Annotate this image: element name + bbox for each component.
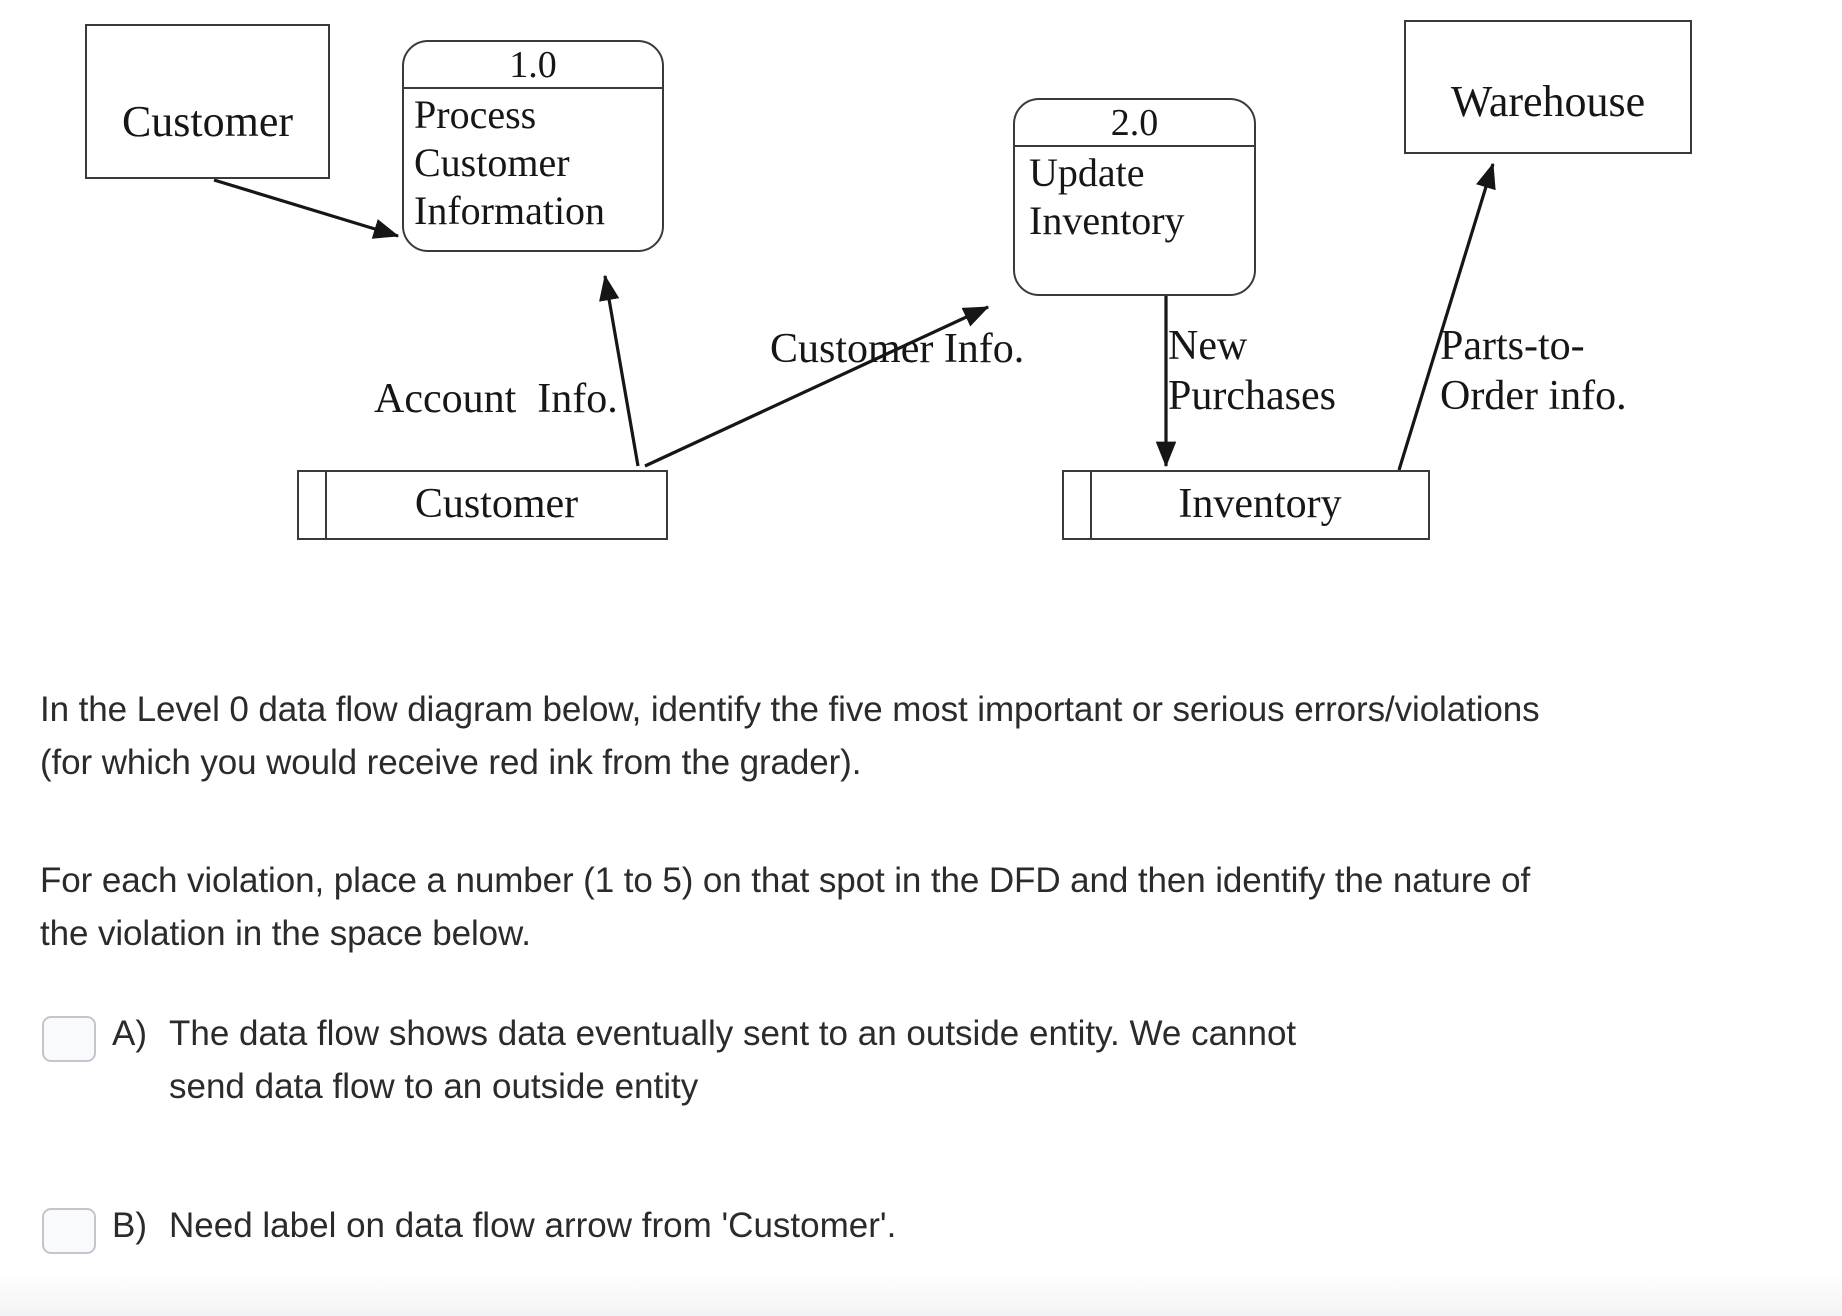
process-2-0-divider bbox=[1015, 144, 1254, 147]
external-entity-customer: Customer bbox=[85, 24, 330, 179]
process-1-0: 1.0 Process Customer Information bbox=[402, 40, 664, 252]
option-b-letter: B) bbox=[112, 1206, 147, 1245]
instructions-paragraph-2: For each violation, place a number (1 to… bbox=[40, 861, 1531, 954]
data-store-inventory-id-cell bbox=[1064, 472, 1092, 538]
process-1-0-name: Process Customer Information bbox=[414, 91, 606, 233]
data-store-inventory-label: Inventory bbox=[1178, 481, 1342, 527]
option-row-b[interactable]: B) Need label on data flow arrow from 'C… bbox=[42, 1200, 1662, 1254]
flow-label-parts-to-order-info: Parts-to- Order info. bbox=[1440, 323, 1627, 419]
instructions-paragraph-1: In the Level 0 data flow diagram below, … bbox=[40, 690, 1540, 783]
data-store-customer-id-cell bbox=[299, 472, 327, 538]
flow-arrow-customer-to-process1 bbox=[213, 178, 400, 239]
option-row-a[interactable]: A) The data flow shows data eventually s… bbox=[42, 1008, 1662, 1113]
process-2-0: 2.0 Update Inventory bbox=[1013, 98, 1256, 296]
option-b-text: Need label on data flow arrow from 'Cust… bbox=[169, 1206, 897, 1245]
page-bottom-fade bbox=[0, 1272, 1842, 1316]
option-b-checkbox[interactable] bbox=[42, 1208, 96, 1254]
flow-label-new-purchases: New Purchases bbox=[1168, 323, 1336, 419]
flow-label-customer-info: Customer Info. bbox=[770, 326, 1025, 372]
data-store-customer: Customer bbox=[297, 470, 668, 540]
option-a-checkbox[interactable] bbox=[42, 1016, 96, 1062]
flow-arrow-customerstore-to-process2 bbox=[644, 305, 990, 468]
process-1-0-number: 1.0 bbox=[509, 44, 557, 86]
process-1-0-divider bbox=[404, 86, 662, 89]
flow-arrow-customerstore-to-process1 bbox=[599, 274, 640, 467]
process-2-0-number: 2.0 bbox=[1110, 102, 1159, 144]
external-entity-warehouse: Warehouse bbox=[1404, 20, 1692, 154]
option-a-text: The data flow shows data eventually sent… bbox=[169, 1014, 1297, 1106]
process-2-0-name: Update Inventory bbox=[1029, 149, 1185, 243]
dfd-connector-layer bbox=[213, 162, 1496, 471]
flow-arrow-inventory-to-warehouse bbox=[1397, 162, 1496, 471]
data-flow-diagram: Customer Warehouse 1.0 Process Customer … bbox=[0, 0, 1842, 560]
data-store-inventory: Inventory bbox=[1062, 470, 1430, 540]
option-a-letter: A) bbox=[112, 1014, 147, 1053]
flow-label-account-info: Account Info. bbox=[374, 376, 618, 422]
data-store-customer-label: Customer bbox=[414, 481, 579, 527]
external-entity-warehouse-label: Warehouse bbox=[1450, 76, 1646, 126]
external-entity-customer-label: Customer bbox=[121, 97, 294, 146]
